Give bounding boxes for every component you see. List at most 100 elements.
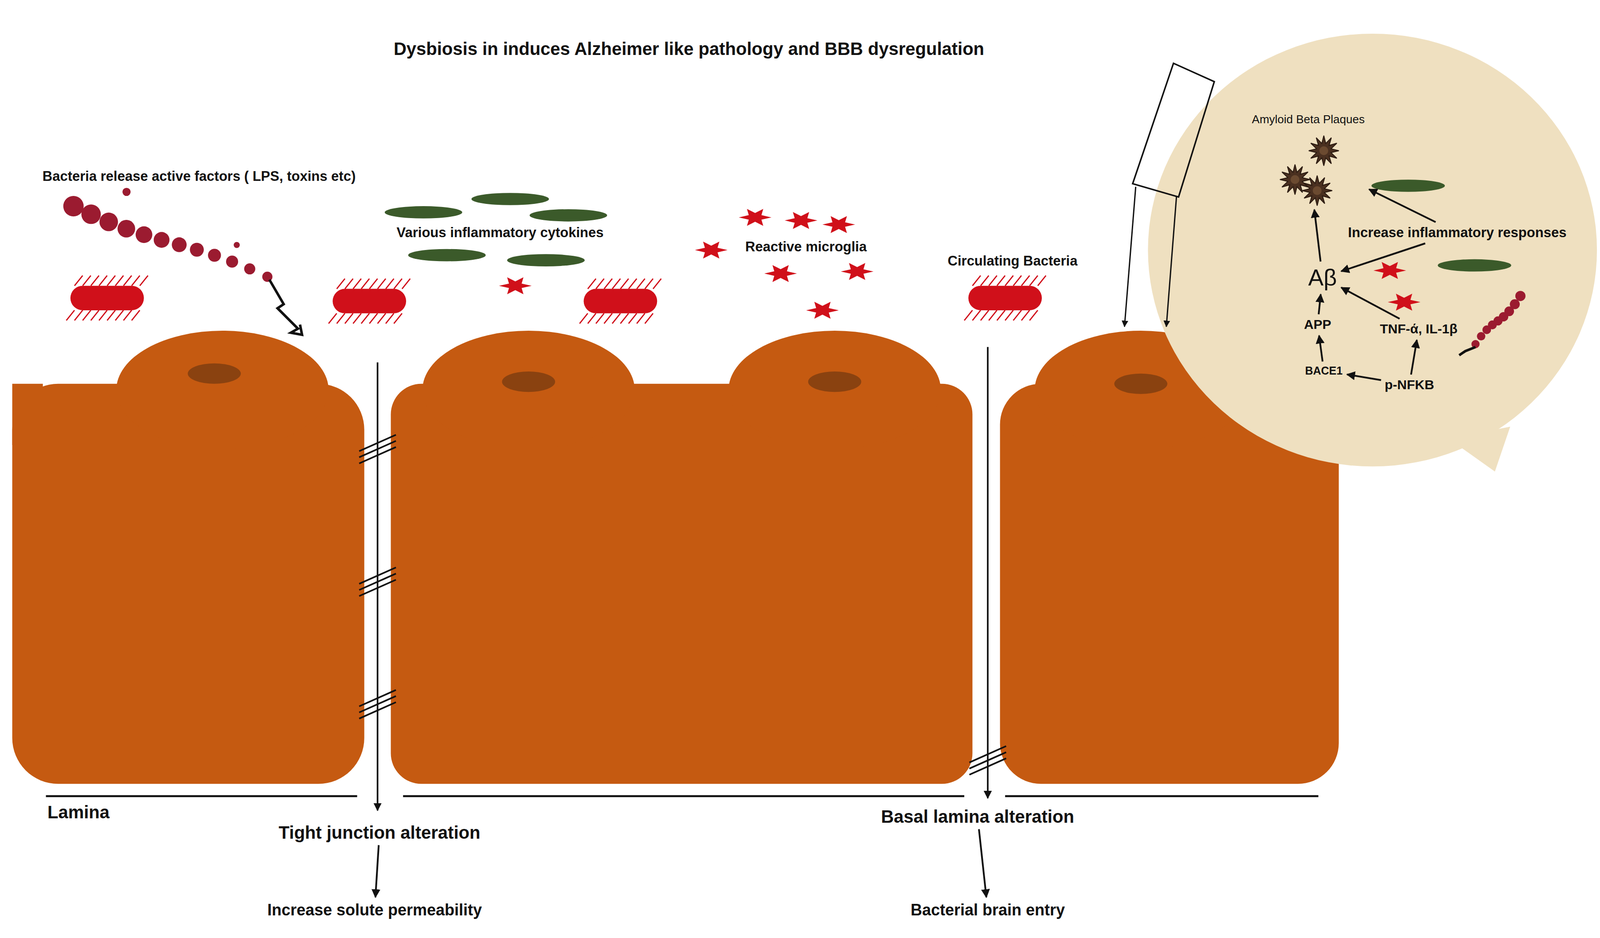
text-node: Tight junction alteration xyxy=(276,821,484,845)
pilus xyxy=(361,278,370,290)
bead xyxy=(189,242,204,257)
pilus xyxy=(997,310,1006,321)
hatch-mark xyxy=(969,758,1007,775)
pilus xyxy=(980,275,989,286)
bead xyxy=(117,219,136,238)
pilus xyxy=(1005,310,1014,321)
pilus xyxy=(115,275,124,286)
pilus xyxy=(1029,275,1038,286)
node-text: Bacterial brain entry xyxy=(910,900,1065,920)
microglia-star xyxy=(841,262,874,280)
pilus xyxy=(82,275,91,286)
node-text: TNF-ά, IL-1β xyxy=(1379,321,1458,337)
pilus xyxy=(988,310,997,321)
pilus xyxy=(1005,275,1014,286)
pilus xyxy=(612,278,621,290)
bacterium xyxy=(70,285,145,311)
bead xyxy=(63,195,84,217)
endothelial-cells xyxy=(12,330,1339,784)
toxin-tail xyxy=(1459,347,1476,356)
pilus xyxy=(972,310,981,321)
pilus xyxy=(385,313,394,324)
pilus xyxy=(628,313,637,324)
pilus xyxy=(98,275,107,286)
bacterial-chain xyxy=(63,187,1526,356)
plaque-core xyxy=(1312,186,1322,196)
hatch-mark xyxy=(359,579,396,597)
figure-label: Lamina xyxy=(47,802,110,823)
basal-lamina xyxy=(46,795,1319,798)
pilus xyxy=(74,310,83,321)
microglia-star xyxy=(805,301,839,319)
pilus xyxy=(604,278,613,290)
pilus xyxy=(620,278,629,290)
pilus xyxy=(328,313,337,324)
bead xyxy=(1476,332,1486,341)
pilus xyxy=(595,278,604,290)
bacteria xyxy=(66,275,1047,324)
bead xyxy=(1515,290,1526,302)
toxin-tail xyxy=(269,279,303,335)
figure-label: Circulating Bacteria xyxy=(947,253,1078,270)
node-text: Tight junction alteration xyxy=(278,822,481,843)
node-text: Amyloid Beta Plaques xyxy=(1251,112,1365,127)
plaque xyxy=(1302,175,1333,206)
pilus xyxy=(1013,310,1022,321)
pilus xyxy=(1029,310,1038,321)
text-node: p-NFKB xyxy=(1381,375,1437,395)
figure-label: Bacteria release active factors ( LPS, t… xyxy=(42,168,356,185)
arrow-connector xyxy=(1369,189,1436,223)
pilus xyxy=(393,313,402,324)
arrow-connector xyxy=(1341,287,1400,319)
pilus xyxy=(1021,275,1030,286)
bead xyxy=(244,263,256,275)
microglia-star xyxy=(822,215,856,233)
pilus xyxy=(98,310,107,321)
pilus xyxy=(620,313,629,324)
arrow-connector xyxy=(1314,209,1321,262)
amyloid-plaques xyxy=(1263,126,1353,207)
node-text: Aβ xyxy=(1308,264,1338,291)
pilus xyxy=(90,310,99,321)
pilus xyxy=(636,313,645,324)
node-text: p-NFKB xyxy=(1384,377,1435,393)
pilus xyxy=(131,275,140,286)
pilus xyxy=(402,278,411,290)
pilus xyxy=(336,278,345,290)
pilus xyxy=(595,313,604,324)
title: Dysbiosis in induces Alzheimer like path… xyxy=(393,39,985,59)
microglia xyxy=(499,208,1421,319)
text-node: Amyloid Beta Plaques xyxy=(1249,110,1368,208)
pilus xyxy=(344,278,353,290)
figure-label: Various inflammatory cytokines xyxy=(396,224,604,241)
arrow-connector xyxy=(1318,335,1323,362)
text-node: Increase inflammatory responses xyxy=(1345,222,1570,243)
pilus xyxy=(123,310,132,321)
plaque-core xyxy=(1319,146,1329,156)
bead xyxy=(81,204,102,224)
pilus xyxy=(604,313,613,324)
text-node: TNF-ά, IL-1β xyxy=(1377,319,1460,339)
pilus xyxy=(653,278,662,290)
node-text: Basal lamina alteration xyxy=(880,806,1075,827)
text-node: APP xyxy=(1301,315,1334,334)
hatch-mark xyxy=(359,702,396,719)
bacterium xyxy=(583,289,658,314)
microglia-star xyxy=(738,208,772,226)
arrow-connector xyxy=(1346,374,1381,381)
node-text: Increase inflammatory responses xyxy=(1348,224,1567,241)
pilus xyxy=(988,275,997,286)
microglia-star xyxy=(784,211,818,229)
text-node: BACE1 xyxy=(1302,362,1346,380)
pilus xyxy=(139,275,148,286)
text-node: Increase solute permeability xyxy=(264,899,485,922)
microglia-star xyxy=(764,265,798,282)
pilus xyxy=(1021,310,1030,321)
microglia-star xyxy=(1373,262,1407,279)
node-text: APP xyxy=(1303,316,1332,333)
pilus xyxy=(997,275,1006,286)
pilus xyxy=(344,313,353,324)
pilus xyxy=(587,313,596,324)
text-node: Aβ xyxy=(1305,262,1340,293)
